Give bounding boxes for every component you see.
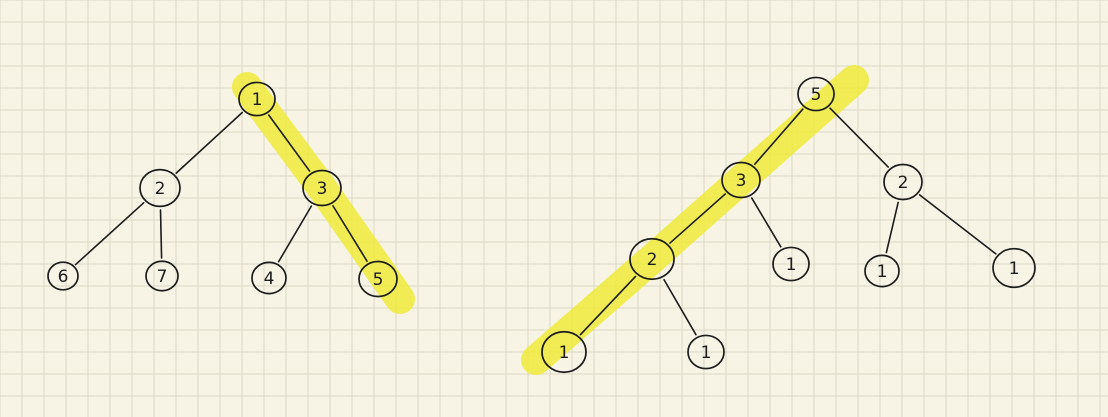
node-circle: [687, 334, 725, 370]
right-tree-edge-b3-b2: [669, 193, 727, 244]
right-tree-edge-b2r-b1c: [918, 194, 997, 255]
left-tree-node-a4: 4: [251, 261, 287, 295]
node-circle: [47, 261, 79, 291]
left-tree-edge-a2-a7: [159, 209, 163, 259]
node-circle: [302, 169, 342, 207]
node-circle: [251, 261, 287, 295]
node-label: 7: [157, 267, 168, 287]
left-tree-node-a1: 1: [238, 81, 276, 117]
node-label: 1: [786, 255, 797, 275]
node-label: 3: [736, 171, 747, 191]
left-tree-edge-a3-a5: [332, 205, 368, 262]
tree-nodes: 1 2 3 6 7 4 5 5 3 2 2 1 1 1 1 1: [47, 76, 1036, 374]
node-circle: [721, 161, 761, 199]
node-label: 4: [264, 269, 275, 289]
node-label: 6: [58, 267, 69, 287]
right-tree-node-b1e: 1: [687, 334, 725, 370]
node-label: 5: [811, 85, 822, 105]
node-circle: [797, 76, 835, 112]
node-circle: [145, 260, 179, 292]
node-circle: [883, 163, 923, 201]
node-label: 1: [559, 343, 570, 363]
node-label: 2: [898, 173, 909, 193]
right-tree-edge-b2-b1d: [579, 275, 637, 336]
right-tree-edge-b2-b1e: [663, 278, 697, 336]
left-tree-edge-a1-a3: [267, 114, 311, 172]
node-circle: [541, 330, 587, 374]
left-tree-edge-a3-a4: [277, 205, 313, 263]
right-tree-edge-b3-b1a: [750, 197, 782, 248]
right-tree-node-b5: 5: [797, 76, 835, 112]
node-circle: [992, 247, 1036, 289]
node-label: 1: [877, 262, 888, 282]
tree-edges: [74, 107, 997, 336]
node-circle: [629, 237, 675, 281]
left-tree-edge-a1-a2: [175, 111, 244, 174]
node-circle: [238, 81, 276, 117]
node-label: 1: [701, 343, 712, 363]
node-label: 2: [155, 179, 166, 199]
right-tree-edge-b5-b2r: [829, 107, 890, 168]
node-label: 1: [252, 90, 263, 110]
node-label: 3: [317, 179, 328, 199]
node-circle: [139, 168, 181, 208]
right-tree-node-b3: 3: [721, 161, 761, 199]
right-tree-edge-b2r-b1b: [885, 201, 899, 254]
left-tree-node-a2: 2: [139, 168, 181, 208]
left-tree-edge-a2-a6: [74, 201, 145, 266]
node-label: 2: [647, 250, 658, 270]
right-tree-node-b1a: 1: [772, 246, 810, 282]
right-tree-node-b1c: 1: [992, 247, 1036, 289]
left-tree-node-a3: 3: [302, 169, 342, 207]
node-circle: [772, 246, 810, 282]
left-tree-node-a5: 5: [358, 260, 398, 298]
left-tree-node-a6: 6: [47, 261, 79, 291]
node-circle: [864, 254, 900, 288]
node-circle: [358, 260, 398, 298]
node-label: 1: [1009, 259, 1020, 279]
right-tree-node-b2r: 2: [883, 163, 923, 201]
right-tree-node-b1d: 1: [541, 330, 587, 374]
right-tree-edge-b5-b3: [754, 108, 804, 165]
right-tree-node-b2: 2: [629, 237, 675, 281]
node-label: 5: [373, 270, 384, 290]
right-tree-node-b1b: 1: [864, 254, 900, 288]
left-tree-node-a7: 7: [145, 260, 179, 292]
